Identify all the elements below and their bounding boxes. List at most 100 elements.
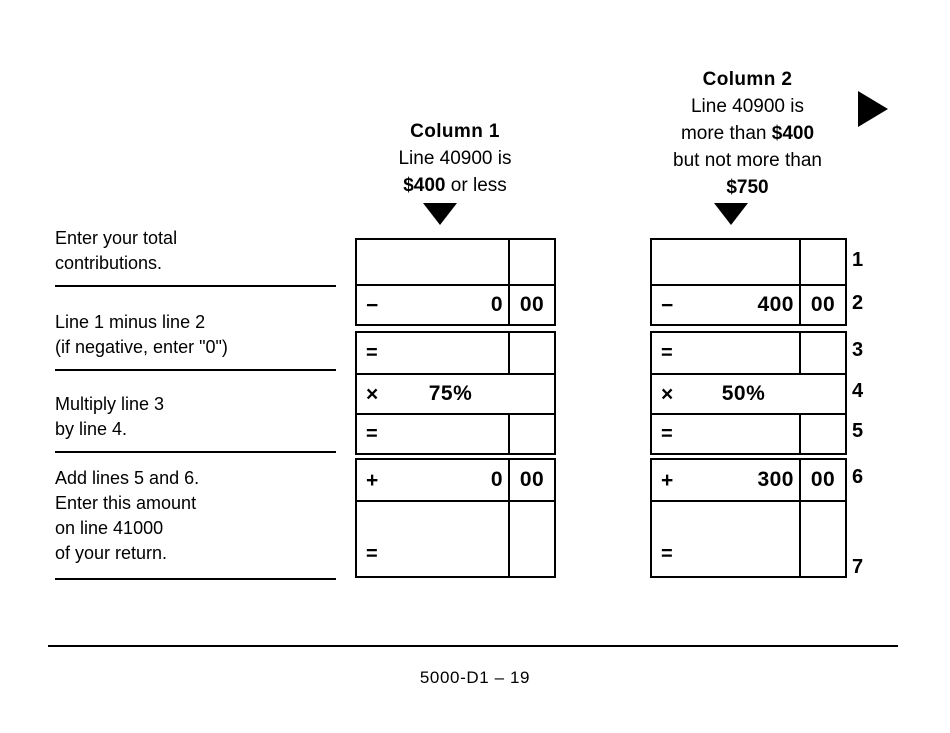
column-2-row-5-cents-cell[interactable] [799,415,845,453]
column-2-row-3-amount-cell[interactable]: = [652,333,799,373]
column-2-row-7-operator: = [661,543,673,565]
column-2-title: Column 2 [702,69,793,90]
instruction-3-line-b: by line 4. [55,419,128,439]
triangle-down-icon-column-1 [423,203,457,225]
column-2-row-3-operator: = [661,342,673,364]
column-1-row-6-amount-cell[interactable]: + 0 [357,460,508,500]
instruction-label-3: Multiply line 3 by line 4. [55,392,340,442]
column-2-row-1-cents-cell[interactable] [799,240,845,284]
column-2-subtitle-line2: more than $400 [625,120,870,147]
column-1-row-4-percent: 75% [428,382,473,405]
column-2-row-6-operator: + [661,468,674,492]
column-2-row-7-cents-cell[interactable] [799,502,845,576]
instruction-label-1: Enter your total contributions. [55,226,340,276]
instruction-1-line-b: contributions. [55,253,163,273]
label-divider-1 [55,285,336,287]
column-2-row-2-amount-cell[interactable]: − 400 [652,286,799,324]
column-1-row-2-cents: 00 [519,293,545,316]
column-1-threshold-suffix: or less [445,175,507,196]
triangle-right-icon [858,91,888,127]
column-2-group-lines-6-7: + 300 00 = [650,458,847,578]
instruction-1-line-a: Enter your total [55,228,178,248]
column-1-group-lines-1-2: − 0 00 [355,238,556,326]
column-2-group-lines-1-2: − 400 00 [650,238,847,326]
instruction-4-line-c: on line 41000 [55,518,164,538]
column-1-row-3[interactable]: = [357,333,554,373]
column-1-row-2[interactable]: − 0 00 [357,284,554,324]
column-2-row-6-cents: 00 [810,468,836,491]
column-1-subtitle-line1: Line 40900 is [398,148,512,169]
column-1-row-5-amount-cell[interactable]: = [357,415,508,453]
column-1-row-2-cents-cell[interactable]: 00 [508,286,554,324]
column-1-row-3-cents-cell[interactable] [508,333,554,373]
column-1-row-4-percent-cell: × 75% [357,375,554,413]
column-2-threshold-amount-low: $400 [771,123,815,144]
column-2-row-2-operator: − [661,293,674,317]
column-1-row-4-operator: × [366,382,379,406]
label-divider-2 [55,369,336,371]
column-2-threshold-amount-high: $750 [726,177,769,198]
instruction-2-line-b: (if negative, enter "0") [55,337,228,357]
column-2-subtitle-line3: but not more than [673,150,822,171]
column-1-row-7-amount-cell[interactable]: = [357,502,508,576]
instruction-4-line-d: of your return. [55,543,168,563]
column-2-row-1[interactable] [652,240,845,284]
column-2-row-4-percent-cell: × 50% [652,375,845,413]
instruction-3-line-a: Multiply line 3 [55,394,165,414]
label-divider-4 [55,578,336,580]
column-1-row-1-cents-cell[interactable] [508,240,554,284]
column-1-row-2-operator: − [366,293,379,317]
form-identifier: 5000-D1 – 19 [419,668,531,687]
column-1-row-3-amount-cell[interactable]: = [357,333,508,373]
column-2-row-3[interactable]: = [652,333,845,373]
column-1-row-5-operator: = [366,423,378,445]
column-1-header: Column 1 Line 40900 is $400 or less [340,118,570,199]
column-2-row-7-amount-cell[interactable]: = [652,502,799,576]
column-2-row-1-amount-cell[interactable] [652,240,799,284]
line-number-7: 7 [852,556,864,578]
column-1-group-lines-6-7: + 0 00 = [355,458,556,578]
column-1-row-2-amount-cell[interactable]: − 0 [357,286,508,324]
column-2-row-2[interactable]: − 400 00 [652,284,845,324]
column-1-subtitle-line2: $400 or less [340,172,570,199]
column-1-row-4: × 75% [357,373,554,413]
line-number-5: 5 [852,420,864,442]
label-divider-3 [55,451,336,453]
column-1-title: Column 1 [410,121,500,142]
column-2-row-4-percent: 50% [721,382,766,405]
column-2-row-7[interactable]: = [652,500,845,576]
line-number-4: 4 [852,380,864,402]
instruction-label-2: Line 1 minus line 2 (if negative, enter … [55,310,340,360]
footer-divider [48,645,898,647]
column-2-row-6-cents-cell[interactable]: 00 [799,460,845,500]
column-1-row-7[interactable]: = [357,500,554,576]
column-1-row-6-amount: 0 [490,468,503,491]
column-2-row-4-operator: × [661,382,674,406]
column-2-row-3-cents-cell[interactable] [799,333,845,373]
line-number-1: 1 [852,249,864,271]
column-1-row-7-cents-cell[interactable] [508,502,554,576]
column-2-row-5-amount-cell[interactable]: = [652,415,799,453]
column-1-row-5-cents-cell[interactable] [508,415,554,453]
column-1-row-5[interactable]: = [357,413,554,453]
line-number-6: 6 [852,466,864,488]
column-1-row-6[interactable]: + 0 00 [357,460,554,500]
line-number-3: 3 [852,339,864,361]
column-2-row-5[interactable]: = [652,413,845,453]
column-1-row-2-amount: 0 [490,293,503,316]
column-1-row-1-amount-cell[interactable] [357,240,508,284]
column-2-row-5-operator: = [661,423,673,445]
column-2-row-2-cents-cell[interactable]: 00 [799,286,845,324]
column-1-row-1[interactable] [357,240,554,284]
column-2-row-2-cents: 00 [810,293,836,316]
column-1-row-3-operator: = [366,342,378,364]
column-2-row-6[interactable]: + 300 00 [652,460,845,500]
column-1-row-7-operator: = [366,543,378,565]
column-1-row-6-cents-cell[interactable]: 00 [508,460,554,500]
instruction-2-line-a: Line 1 minus line 2 [55,312,206,332]
instruction-label-4: Add lines 5 and 6. Enter this amount on … [55,466,340,566]
column-2-row-6-amount-cell[interactable]: + 300 [652,460,799,500]
column-2-group-lines-3-5: = × 50% = [650,331,847,455]
instruction-4-line-a: Add lines 5 and 6. [55,468,200,488]
